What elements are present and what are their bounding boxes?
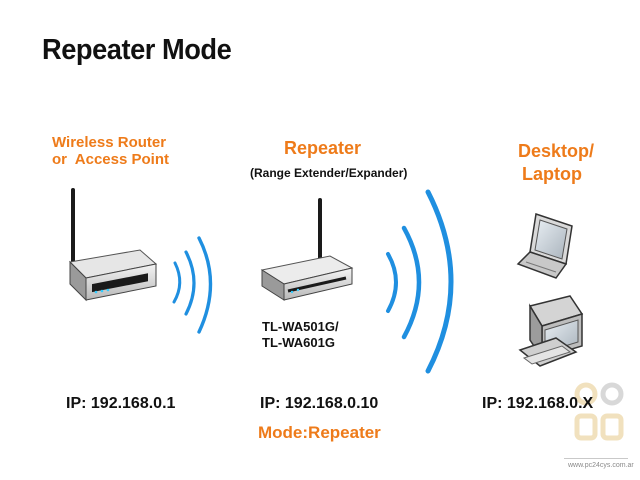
pc24-logo-watermark — [574, 382, 624, 441]
repeater-sublabel: (Range Extender/Expander) — [250, 166, 408, 180]
repeater-icon — [260, 198, 354, 301]
watermark-url: www.pc24cys.com.ar — [568, 462, 634, 469]
desktop-computer-icon — [518, 295, 584, 367]
repeater-model: TL-WA501G/ TL-WA601G — [262, 319, 339, 351]
repeater-mode: Mode:Repeater — [258, 423, 381, 442]
client-ip: IP: 192.168.0.X — [482, 395, 594, 412]
router-label-line1: Wireless Router — [52, 134, 167, 151]
repeater-label: Repeater — [284, 138, 362, 158]
watermark-divider — [564, 458, 628, 459]
laptop-icon — [516, 213, 573, 279]
router-label-line2: or Access Point — [52, 151, 169, 168]
router-label: Wireless Router or Access Point — [52, 134, 169, 168]
repeater-ip: IP: 192.168.0.10 — [260, 395, 379, 412]
page-title: Repeater Mode — [42, 34, 232, 66]
repeater-model-line1: TL-WA501G/ — [262, 319, 339, 334]
client-label: Desktop/ Laptop — [518, 140, 594, 186]
client-label-line2: Laptop — [522, 164, 582, 184]
router-icon — [68, 188, 158, 302]
repeater-wifi-waves-icon — [386, 189, 454, 374]
router-wifi-waves-icon — [172, 236, 213, 334]
repeater-model-line2: TL-WA601G — [262, 335, 335, 350]
client-label-line1: Desktop/ — [518, 141, 595, 161]
router-ip: IP: 192.168.0.1 — [66, 395, 176, 412]
